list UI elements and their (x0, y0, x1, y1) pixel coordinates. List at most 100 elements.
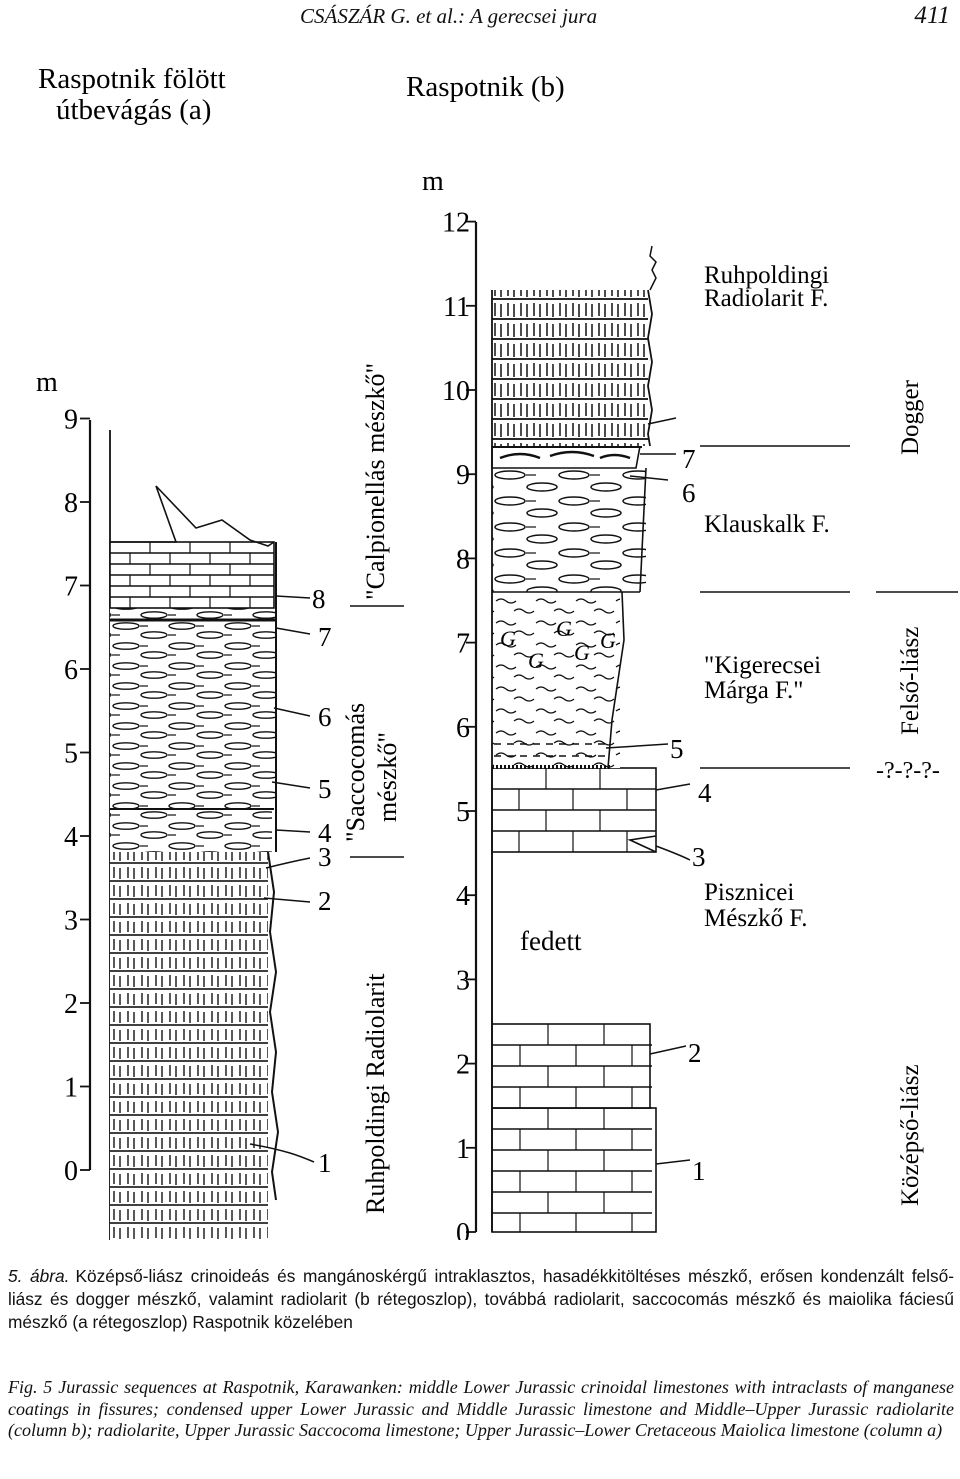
col-b-klaus-right (639, 467, 647, 593)
col-b-title: Raspotnik (b) (406, 71, 565, 103)
bed-label-7: 7 (318, 622, 332, 652)
svg-text:G: G (500, 626, 516, 651)
bed-label-3: 3 (318, 842, 332, 872)
bed-label-2: 2 (318, 886, 332, 916)
col-b-formation-kigerecsei-2: Márga F." (704, 677, 803, 704)
bed-label-7: 7 (682, 444, 696, 474)
bed-label-8: 8 (312, 584, 326, 614)
col-a-title-line1: Raspotnik fölött (38, 63, 226, 95)
age-dogger: Dogger (897, 379, 924, 455)
axis-tick-label-10: 10 (442, 376, 470, 407)
col-a-rad-right-edge (267, 851, 280, 1201)
col-b-bed-labels: 1 2 3 45 6 7 (670, 444, 712, 1186)
col-b-formation-pisznicei-2: Mészkő F. (704, 905, 808, 932)
axis-tick-label-6: 6 (64, 655, 78, 686)
axis-tick-label-0: 0 (456, 1218, 470, 1240)
stratigraphic-figure: Raspotnik fölött útbevágás (a) m 0123456… (36, 63, 958, 1240)
col-b-fault-squiggle (649, 245, 657, 291)
bed-label-6: 6 (682, 478, 696, 508)
col-a-strata (109, 485, 280, 1240)
col-b-pisz-bedding (492, 768, 656, 852)
axis-tick-label-4: 4 (456, 881, 470, 912)
col-a-saccocoma (110, 608, 276, 808)
svg-text:G: G (528, 648, 544, 673)
caption-hu-text: Középső-liász crinoideás és mangánoskérg… (8, 1266, 955, 1332)
axis-tick-label-2: 2 (64, 989, 78, 1020)
svg-text:G: G (556, 616, 572, 641)
axis-tick-label-8: 8 (64, 488, 78, 519)
bed-label-2: 2 (688, 1038, 702, 1068)
col-b-formation-kigerecsei-1: "Kigerecsei (704, 652, 821, 679)
bed-label-5: 5 (318, 774, 332, 804)
bed-label-5: 5 (670, 734, 684, 764)
axis-tick-label-4: 4 (64, 822, 78, 853)
axis-tick-label-7: 7 (64, 572, 78, 603)
col-b-bed-6-7 (491, 445, 641, 469)
col-b-bed-7-lenses (499, 450, 631, 460)
col-b-formation-ruhpolding-1: Ruhpoldingi (704, 262, 829, 289)
col-b-formation-dividers (700, 445, 958, 769)
age-kozepso-liasz: Középső-liász (897, 1064, 924, 1206)
running-header: CSÁSZÁR G. et al.: A gerecsei jura 411 (300, 2, 950, 36)
col-a-unit-radiolarite: Ruhpoldingi Radiolarit (361, 973, 390, 1214)
running-title: CSÁSZÁR G. et al.: A gerecsei jura (300, 4, 598, 28)
col-a-title-line2: útbevágás (a) (56, 94, 211, 126)
axis-tick-label-5: 5 (64, 739, 78, 770)
col-a-unit-saccocoma-2: mészkő" (373, 732, 402, 822)
col-a-radiolarite (110, 852, 268, 1240)
col-b-formation-klauskalk: Klauskalk F. (704, 511, 830, 538)
col-a-bed-4 (110, 808, 272, 852)
bed-label-4: 4 (318, 818, 332, 848)
svg-text:G: G (574, 640, 590, 665)
axis-tick-label-2: 2 (456, 1050, 470, 1081)
axis-tick-label-3: 3 (64, 906, 78, 937)
axis-tick-label-8: 8 (456, 544, 470, 575)
axis-tick-label-1: 1 (64, 1073, 78, 1104)
axis-tick-label-5: 5 (456, 797, 470, 828)
col-b-bed-leaders (605, 417, 691, 1165)
axis-tick-label-7: 7 (456, 629, 470, 660)
col-a-unit-saccocoma-1: "Saccocomás (341, 703, 370, 842)
axis-tick-label-3: 3 (456, 965, 470, 996)
caption-en-label: Fig. 5 (8, 1377, 53, 1397)
axis-tick-label-12: 12 (442, 208, 470, 239)
col-a-bed-labels: 1 2 34 5 6 7 8 (312, 584, 332, 1178)
age-uncertain-boundary: -?-?-?- (876, 758, 940, 784)
col-a-unit-label: m (36, 367, 58, 398)
caption-hu-label: 5. ábra. (8, 1266, 70, 1286)
page-number: 411 (914, 2, 950, 29)
col-b-unit-label: m (422, 166, 444, 197)
col-b-formation-pisznicei-1: Pisznicei (704, 879, 794, 906)
bed-label-6: 6 (318, 702, 332, 732)
axis-tick-label-6: 6 (456, 713, 470, 744)
col-b-covered-label: fedett (520, 926, 582, 956)
col-a-weathered-top (110, 485, 275, 547)
caption-en-text: Jurassic sequences at Raspotnik, Karawan… (8, 1377, 954, 1440)
col-b-klauskalk (492, 468, 646, 592)
col-b-marl-right-edge (607, 591, 625, 769)
col-b-formation-ruhpolding-2: Radiolarit F. (704, 285, 828, 312)
caption-hungarian: 5. ábra.Középső-liász crinoideás és mang… (8, 1265, 954, 1334)
col-b-bed-3-notch (627, 835, 657, 853)
axis-tick-label-1: 1 (456, 1134, 470, 1165)
col-b-lower-bedding (492, 1024, 652, 1232)
axis-tick-label-0: 0 (64, 1156, 78, 1187)
col-a-bed-leaders (249, 595, 315, 1163)
col-a-calpionella-bedding (110, 542, 274, 608)
col-a-ticks: 0 1 2 3 4 5 6 7 8 9 (64, 405, 90, 1187)
axis-tick-label-9: 9 (64, 405, 78, 436)
col-a-unit-calpionella: "Calpionellás mészkő" (361, 363, 390, 600)
bed-label-3: 3 (692, 842, 706, 872)
col-b-kigerecsei-marl (492, 592, 620, 768)
bed-label-1: 1 (692, 1156, 706, 1186)
bed-label-4: 4 (698, 778, 712, 808)
bed-label-1: 1 (318, 1148, 332, 1178)
axis-tick-label-9: 9 (456, 460, 470, 491)
axis-tick-label-11: 11 (443, 292, 470, 323)
age-felso-liasz: Felső-liász (897, 627, 924, 735)
svg-text:G: G (600, 628, 616, 653)
